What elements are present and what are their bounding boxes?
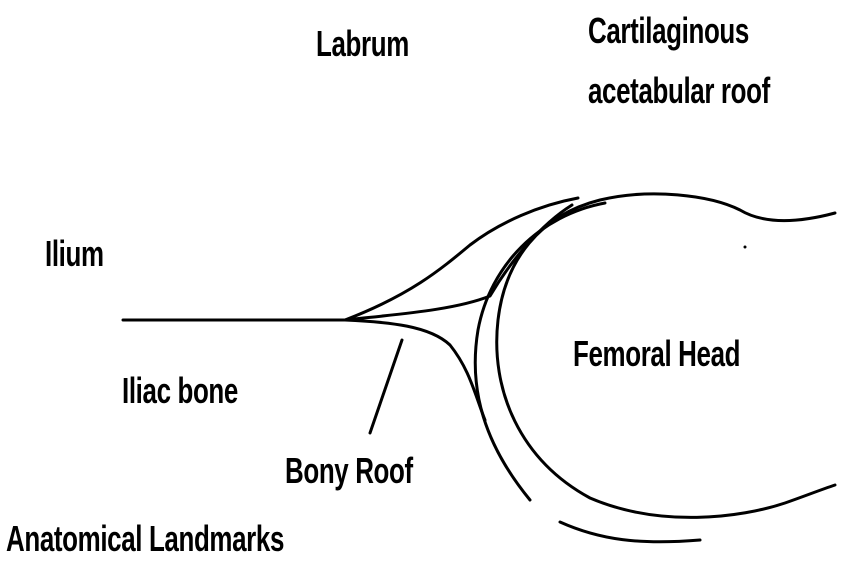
anatomical-landmarks-title: Anatomical Landmarks	[6, 518, 285, 559]
femoral-head-label: Femoral Head	[573, 333, 741, 374]
labrum-inner-edge	[343, 203, 574, 322]
cartilaginous-roof-label-line1: Cartilaginous	[588, 10, 749, 51]
labrum-label: Labrum	[316, 23, 409, 64]
bony-roof-curve	[343, 318, 487, 422]
femoral-head-outline	[495, 192, 837, 519]
bony-roof-pointer	[368, 338, 404, 435]
labrum-outline	[343, 196, 580, 322]
iliac-bone-label: Iliac bone	[122, 370, 238, 411]
ilium-label: Ilium	[45, 233, 104, 274]
speck-mark	[743, 245, 747, 249]
bony-roof-label: Bony Roof	[285, 450, 413, 491]
cartilaginous-roof-label-line2: acetabular roof	[588, 70, 770, 111]
lower-cartilage-arc	[558, 520, 702, 544]
